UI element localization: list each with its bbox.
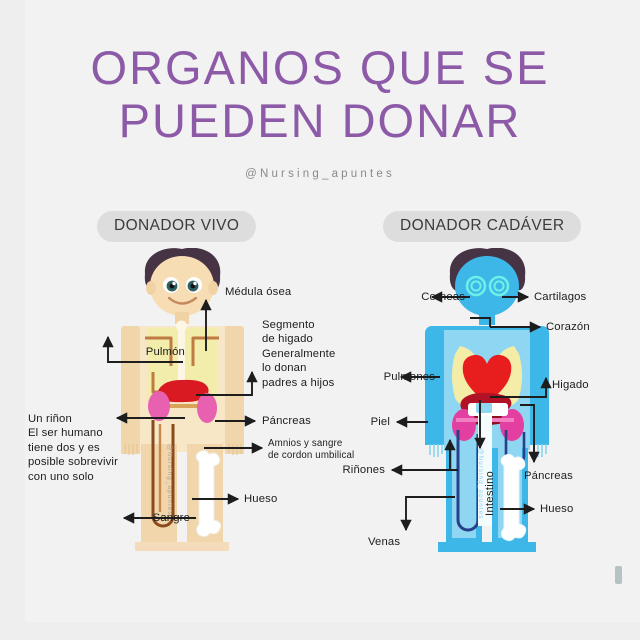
- badge-donador-vivo: DONADOR VIVO: [97, 211, 257, 242]
- label-intestino: Intestino: [484, 470, 496, 516]
- label-venas: Venas: [368, 536, 401, 548]
- label-higado: Higado: [552, 379, 589, 391]
- label-pancreas-cadaver: Páncreas: [524, 470, 573, 482]
- label-cartilagos: Cartilagos: [534, 291, 587, 303]
- label-piel: Piel: [370, 416, 390, 428]
- page-title: ORGANOS QUE SE PUEDEN DONAR: [0, 44, 640, 144]
- label-corazon: Corazón: [546, 321, 590, 333]
- page-title-line-1: ORGANOS QUE SE: [90, 41, 550, 94]
- label-sangre: Sangre: [152, 512, 190, 524]
- cadaver-donor-illustration: [425, 247, 549, 552]
- label-medula-osea: Médula ósea: [225, 286, 292, 298]
- cadaver-donor-watermark: @Nursing_apuntes: [477, 448, 484, 520]
- page-title-line-2: PUEDEN DONAR: [118, 94, 522, 147]
- label-pulmon: Pulmón: [145, 346, 185, 358]
- label-un-rinon: Un riñon El ser humano tiene dos y es po…: [28, 413, 118, 483]
- label-pulmones: Pulmones: [383, 371, 435, 383]
- cadaver-donor-figure: @Nursing_apuntes: [400, 247, 575, 558]
- badge-donador-cadaver: DONADOR CADÁVER: [383, 211, 582, 242]
- author-handle: @Nursing_apuntes: [245, 168, 395, 180]
- scrollbar-thumb[interactable]: [615, 566, 622, 584]
- label-pancreas-vivo: Páncreas: [262, 415, 311, 427]
- label-hueso-cadaver: Hueso: [540, 503, 574, 515]
- label-segmento-de-higado: Segmento de higado Generalmente lo donan…: [262, 319, 336, 389]
- label-hueso-vivo: Hueso: [244, 493, 278, 505]
- label-rinones: Riñones: [342, 464, 385, 476]
- label-corneas: Corneas: [421, 291, 465, 303]
- label-amnios-cordon: Amnios y sangre de cordon umbilical: [268, 438, 355, 462]
